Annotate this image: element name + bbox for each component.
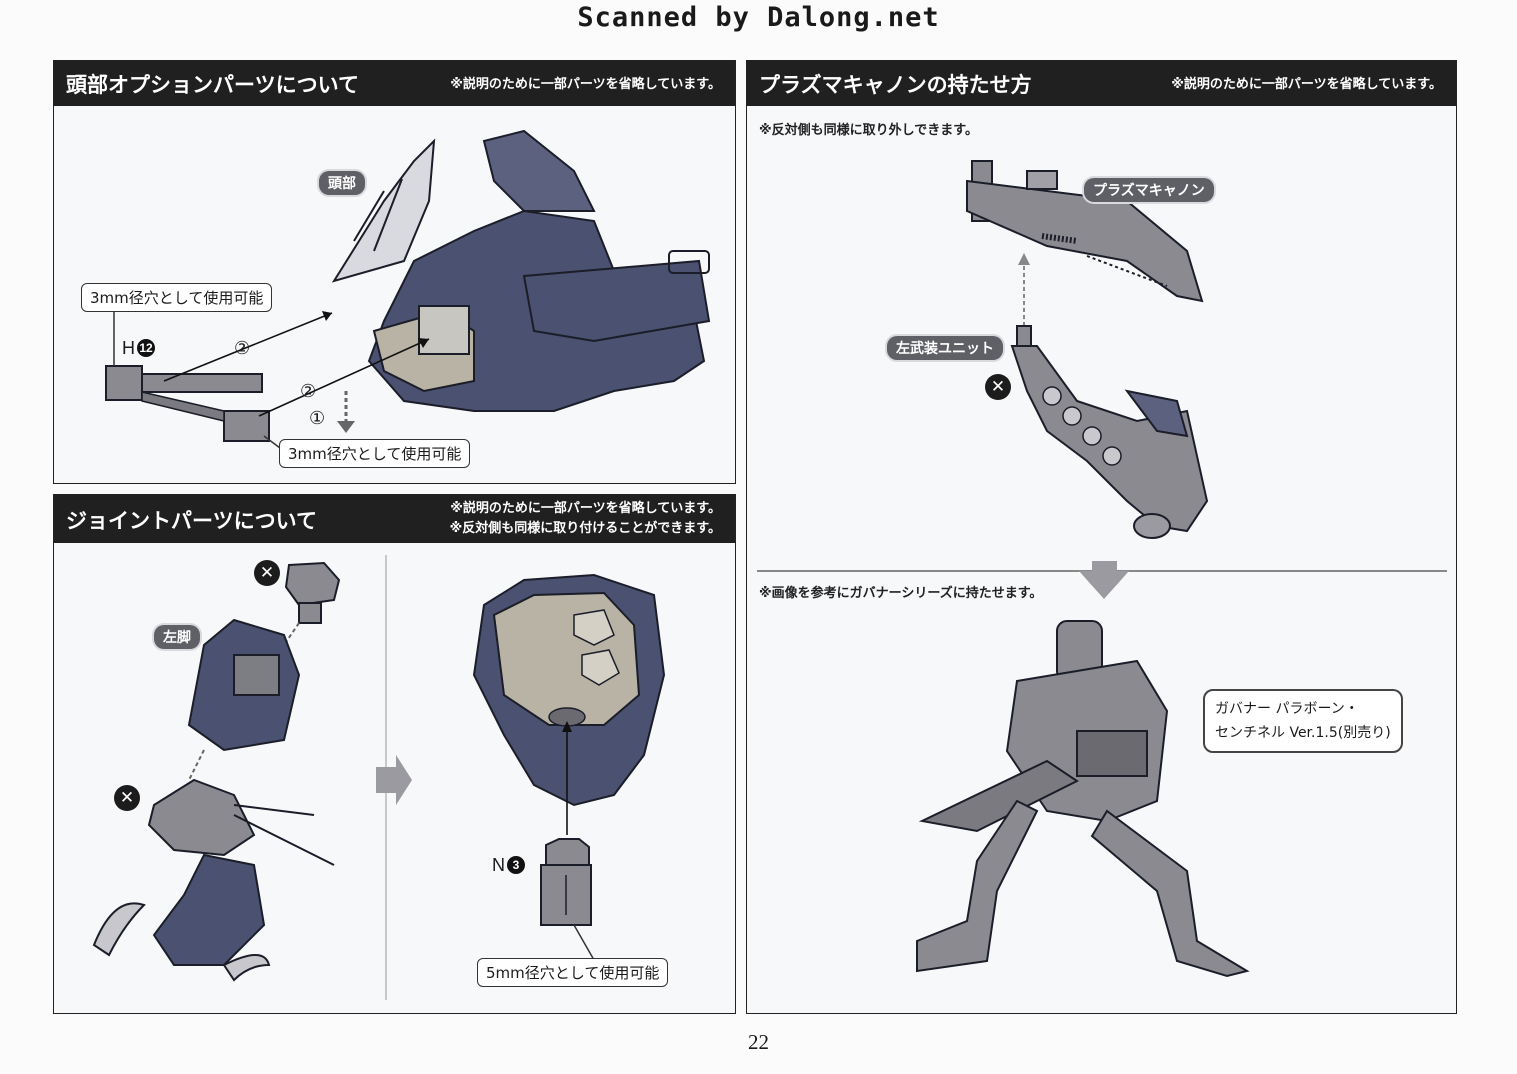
head-label: 頭部	[319, 171, 365, 195]
panel-note: ※説明のために一部パーツを省略しています。 ※反対側も同様に取り付けることができ…	[450, 499, 721, 539]
panel-title: 頭部オプションパーツについて	[66, 73, 359, 97]
joint-illustration	[92, 555, 666, 1000]
panel-header: プラズマキャノンの持たせ方 ※説明のために一部パーツを省略しています。	[747, 61, 1456, 106]
product-line-1: ガバナー パラボーン・	[1215, 701, 1359, 717]
sub-note: ※反対側も同様に取り外しできます。	[759, 123, 978, 138]
left-leg-label: 左脚	[154, 625, 200, 649]
head-illustration	[105, 129, 711, 452]
hole-callout-bottom: 3mm径穴として使用可能	[279, 439, 471, 468]
note-line-1: ※説明のために一部パーツを省略しています。	[450, 501, 721, 516]
part-letter: N	[492, 855, 505, 875]
part-number: 3	[507, 856, 525, 874]
panel-header: ジョイントパーツについて ※説明のために一部パーツを省略しています。 ※反対側も…	[54, 495, 735, 543]
hole-callout-top: 3mm径穴として使用可能	[81, 283, 273, 312]
panel-note: ※説明のために一部パーツを省略しています。	[1171, 77, 1442, 92]
step-2-label-b: ②	[300, 381, 317, 402]
x-mark-icon: ✕	[254, 560, 280, 586]
step-1-label: ①	[309, 408, 326, 429]
step-2-label-a: ②	[234, 338, 251, 359]
reference-note: ※画像を参考にガバナーシリーズに持たせます。	[759, 586, 1043, 601]
cannon-illustration	[757, 160, 1447, 978]
hole-callout: 5mm径穴として使用可能	[477, 958, 669, 987]
panel-title: ジョイントパーツについて	[66, 509, 317, 533]
x-mark-icon: ✕	[985, 374, 1011, 400]
joint-parts-panel: ジョイントパーツについて ※説明のために一部パーツを省略しています。 ※反対側も…	[53, 494, 736, 1014]
plasma-cannon-label: プラズマキャノン	[1084, 178, 1214, 202]
product-callout: ガバナー パラボーン・ センチネル Ver.1.5(別売り)	[1203, 689, 1403, 753]
scan-watermark: Scanned by Dalong.net	[577, 2, 940, 33]
part-number: 12	[137, 339, 155, 357]
panel-header: 頭部オプションパーツについて ※説明のために一部パーツを省略しています。	[54, 61, 735, 106]
page-number: 22	[748, 1030, 769, 1054]
panel-title: プラズマキャノンの持たせ方	[759, 73, 1032, 97]
product-line-2: センチネル Ver.1.5(別売り)	[1215, 725, 1391, 741]
left-weapon-unit-label: 左武装ユニット	[887, 336, 1003, 360]
x-mark-icon: ✕	[114, 785, 140, 811]
part-letter: H	[122, 338, 135, 358]
plasma-cannon-panel: プラズマキャノンの持たせ方 ※説明のために一部パーツを省略しています。 ※反対側…	[746, 60, 1457, 1014]
head-option-panel: 頭部オプションパーツについて ※説明のために一部パーツを省略しています。 頭部 …	[53, 60, 736, 484]
note-line-2: ※反対側も同様に取り付けることができます。	[449, 521, 721, 536]
panel-note: ※説明のために一部パーツを省略しています。	[450, 77, 721, 92]
